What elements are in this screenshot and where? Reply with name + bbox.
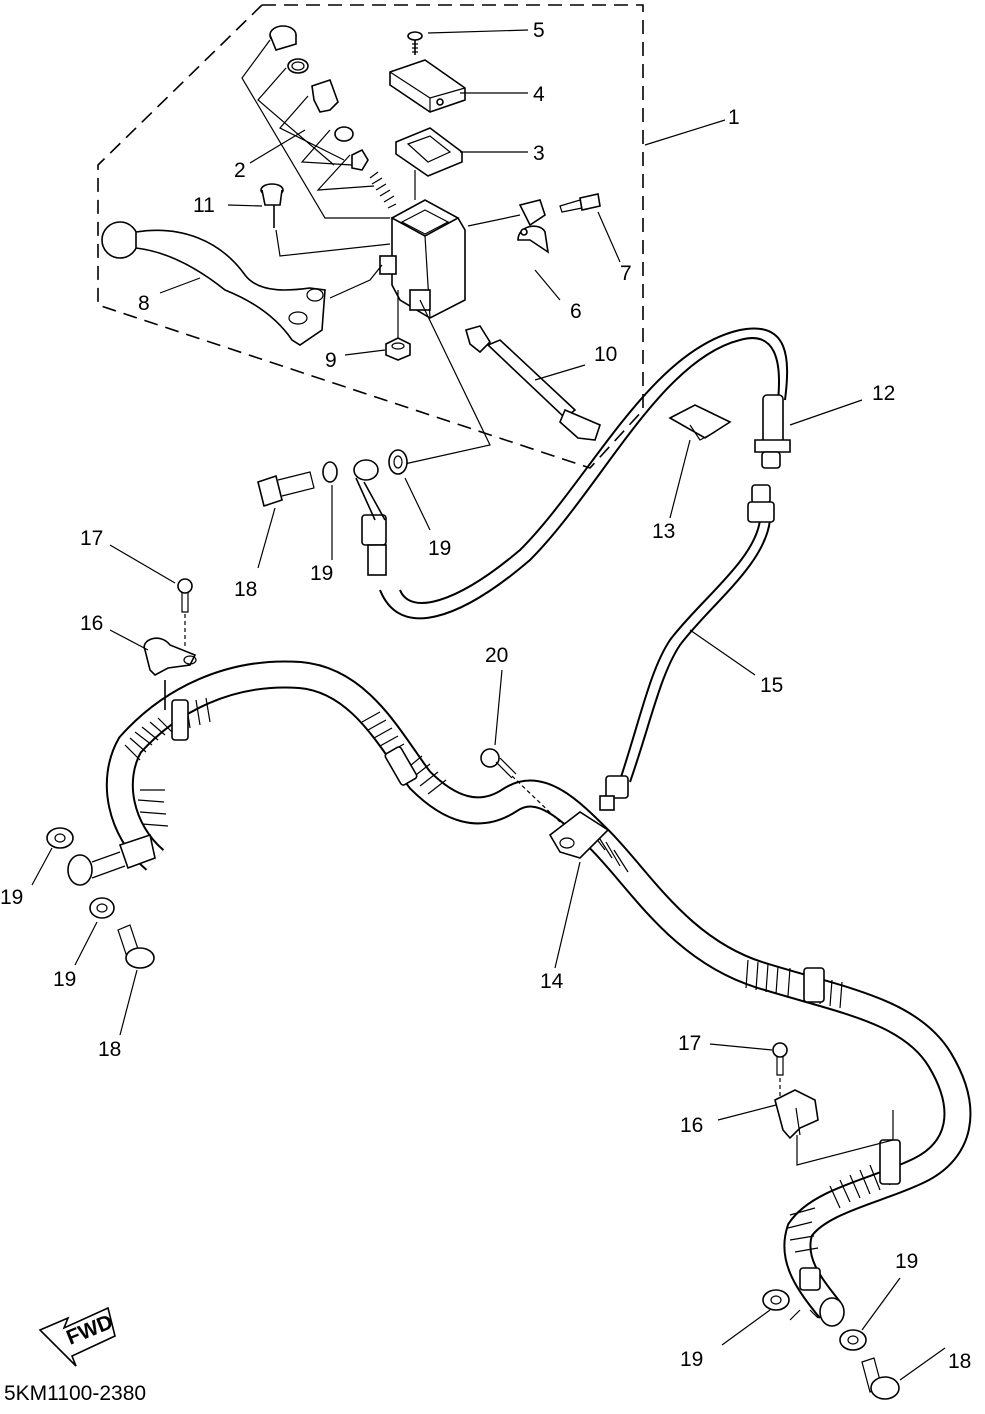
pivot-bolt-11	[260, 183, 284, 228]
callout-9: 9	[325, 349, 337, 372]
lower-brake-hose-14	[67, 660, 972, 1327]
clamp-16-right	[774, 1089, 894, 1166]
banjo-bolt-18-left	[117, 924, 155, 969]
piston-kit	[269, 25, 397, 209]
callout-labels: 1 2 3 4 5 6 7 8 9 10 11 12 13 14 15 16 1…	[0, 19, 971, 1373]
callout-10: 10	[594, 343, 617, 366]
bracket-13	[668, 404, 732, 441]
brake-lever	[101, 221, 326, 346]
callout-17-left: 17	[80, 527, 103, 550]
callout-8: 8	[138, 292, 150, 315]
assembly-leaders	[241, 39, 521, 466]
callout-2: 2	[234, 159, 246, 182]
callout-3: 3	[533, 142, 545, 165]
clamp-16-left	[143, 637, 197, 710]
callout-6: 6	[570, 300, 582, 323]
callout-12: 12	[872, 382, 895, 405]
screw-5	[407, 31, 423, 55]
washer-19-right-a	[762, 1289, 790, 1311]
banjo-bolt-18-right	[861, 1357, 900, 1400]
callout-19-right-b: 19	[680, 1348, 703, 1371]
callout-1: 1	[728, 106, 740, 129]
washer-19-left-a	[46, 827, 74, 849]
callout-19-left-a: 19	[0, 886, 23, 909]
bolt-17-left	[177, 578, 193, 648]
lever-holder	[517, 199, 550, 254]
callout-16-right: 16	[680, 1114, 703, 1137]
callout-17-right: 17	[678, 1032, 701, 1055]
master-cylinder-body	[379, 199, 466, 319]
callout-leaders	[31, 29, 946, 1381]
brake-pipe-15	[599, 484, 775, 811]
callout-15: 15	[760, 674, 783, 697]
right-end-leader	[789, 1309, 819, 1321]
callout-7: 7	[620, 262, 632, 285]
assembly-boundary	[97, 4, 644, 469]
washer-19-right-b	[839, 1329, 867, 1351]
callout-4: 4	[533, 83, 545, 106]
bolt-20	[480, 748, 561, 823]
callout-14: 14	[540, 970, 564, 993]
callout-16-left: 16	[80, 612, 103, 635]
callout-11: 11	[193, 194, 215, 217]
callout-19-right-a: 19	[895, 1250, 918, 1273]
diaphragm	[395, 127, 463, 177]
callout-20: 20	[485, 644, 508, 667]
upper-brake-hose	[257, 327, 789, 620]
callout-18-right: 18	[948, 1350, 971, 1373]
brake-switch-10	[465, 325, 601, 441]
callout-19-upper-a: 19	[310, 562, 333, 585]
callout-18-left: 18	[98, 1038, 121, 1061]
callout-18-upper: 18	[234, 578, 257, 601]
reservoir-cap	[389, 59, 466, 113]
nut-9	[385, 337, 411, 361]
fwd-arrow-icon: FWD	[38, 1306, 116, 1367]
hose-joint-12	[754, 394, 791, 469]
diagram-code: 5KM1100-2380	[4, 1382, 146, 1405]
callout-19-left-b: 19	[53, 968, 76, 991]
callout-19-upper-b: 19	[428, 537, 451, 560]
callout-13: 13	[652, 520, 675, 543]
bolt-17-right	[772, 1042, 788, 1096]
callout-5: 5	[533, 19, 545, 42]
washer-19-left-b	[89, 897, 115, 919]
bolt-7	[559, 193, 601, 213]
